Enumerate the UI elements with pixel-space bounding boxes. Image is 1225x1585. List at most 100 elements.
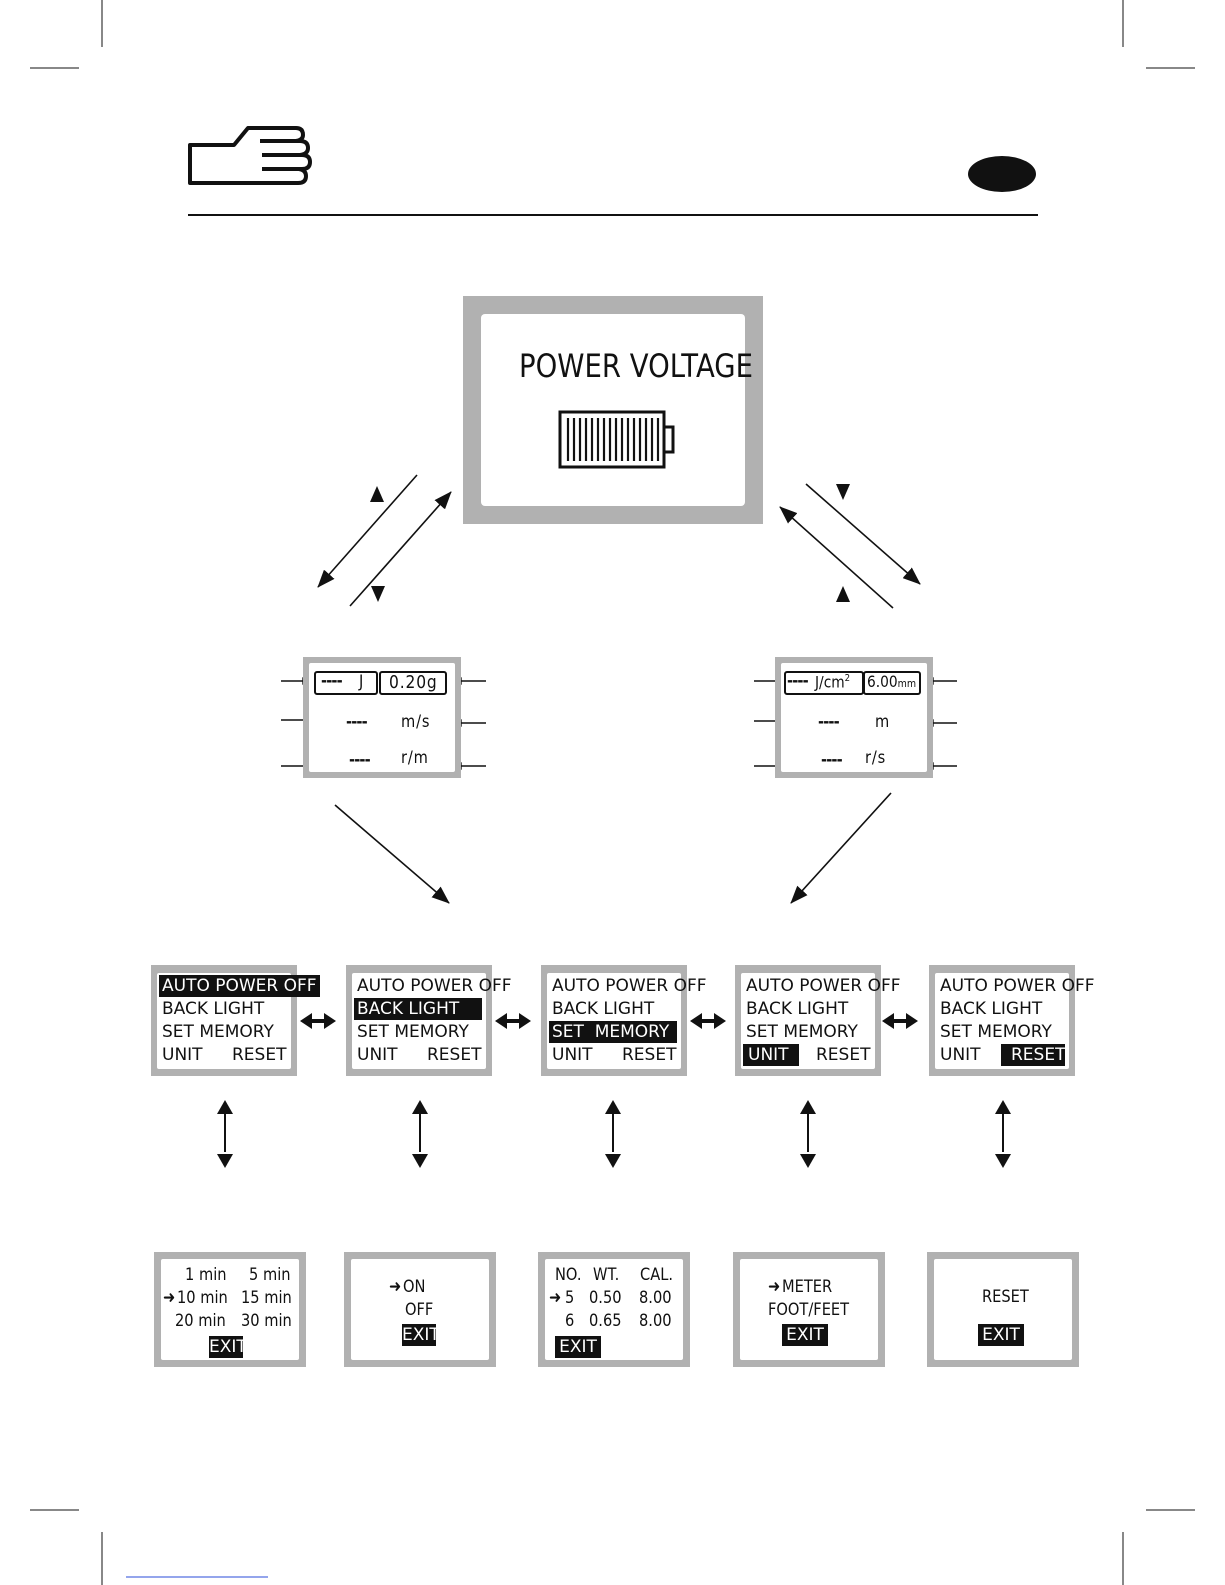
menu-item-label: SET MEMORY — [940, 1022, 1052, 1042]
menu-item-label: AUTO POWER OFF — [159, 975, 320, 997]
speed-value: ---- — [346, 712, 368, 732]
option-15-min[interactable]: 15 min — [241, 1288, 292, 1308]
menu-item-label: BACK LIGHT — [162, 999, 265, 1019]
submenu-reset: RESET EXIT — [927, 1252, 1079, 1367]
menu-item-label: RESET — [816, 1045, 871, 1065]
menu-item-reset[interactable]: RESET — [1001, 1044, 1065, 1066]
menu-item-label: AUTO POWER OFF — [746, 976, 901, 996]
menu-item-set-memory[interactable]: SET MEMORY — [937, 1021, 1063, 1043]
menu-item-label: RESET — [1001, 1044, 1065, 1066]
menu-item-reset[interactable]: RESET — [424, 1044, 484, 1066]
option-20-min[interactable]: 20 min — [175, 1311, 226, 1331]
memory-row-cal: 8.00 — [639, 1288, 672, 1308]
submenu-unit: ➜ METER FOOT/FEET EXIT — [733, 1252, 885, 1367]
menu-item-reset[interactable]: RESET — [619, 1044, 679, 1066]
menu-item-set-memory[interactable]: SET MEMORY — [549, 1021, 677, 1043]
menu-item-set-memory[interactable]: SET MEMORY — [354, 1021, 480, 1043]
caliber-unit: mm — [897, 677, 917, 690]
energy-density-value: ---- — [787, 671, 809, 691]
energy-density-unit-text: J/cm — [815, 672, 845, 692]
menu-item-unit[interactable]: UNIT — [354, 1044, 480, 1066]
menu-item-back-light[interactable]: BACK LIGHT — [159, 998, 285, 1020]
menu-item-label: AUTO POWER OFF — [357, 976, 512, 996]
menu-item-label: UNIT — [743, 1044, 799, 1066]
caliber-value: 6.00mm — [867, 674, 916, 690]
rate-unit: r/m — [401, 748, 429, 768]
exit-button[interactable]: EXIT — [978, 1324, 1024, 1346]
exit-button[interactable]: EXIT — [402, 1324, 440, 1346]
option-foot-feet[interactable]: FOOT/FEET — [768, 1300, 850, 1320]
memory-row-wt: 0.50 — [589, 1288, 622, 1308]
menu-item-label: AUTO POWER OFF — [940, 976, 1095, 996]
menu-screen-auto-power-off: AUTO POWER OFF BACK LIGHT SET MEMORY UNI… — [151, 965, 320, 1076]
power-voltage-screen: POWER VOLTAGE — [463, 296, 763, 524]
menu-item-set-memory[interactable]: SET MEMORY — [159, 1021, 285, 1043]
menu-item-label: BACK LIGHT — [746, 999, 849, 1019]
menu-item-label: RESET — [232, 1045, 287, 1065]
menu-item-label: RESET — [622, 1045, 677, 1065]
header-cal: CAL. — [640, 1265, 674, 1285]
battery-full-icon — [558, 410, 675, 469]
rps-value: ---- — [821, 750, 843, 770]
energy-density-display: ---- J/cm2 6.00mm ---- m ---- r/s — [775, 657, 933, 778]
speed-unit: m/s — [401, 712, 431, 732]
menu-item-unit[interactable]: UNIT — [743, 1044, 799, 1066]
menu-item-label: SET MEMORY — [357, 1022, 469, 1042]
rate-value: ---- — [349, 750, 371, 770]
option-meter[interactable]: METER — [782, 1277, 833, 1297]
option-30-min[interactable]: 30 min — [241, 1311, 292, 1331]
weight-field — [379, 671, 447, 695]
menu-item-set-memory[interactable]: SET MEMORY — [743, 1021, 869, 1043]
menu-item-back-light[interactable]: BACK LIGHT — [354, 998, 482, 1020]
menu-item-back-light[interactable]: BACK LIGHT — [743, 998, 869, 1020]
reset-label: RESET — [982, 1287, 1029, 1307]
option-10-min[interactable]: 10 min — [177, 1288, 228, 1308]
menu-item-auto-power-off[interactable]: AUTO POWER OFF — [354, 975, 512, 997]
menu-item-unit[interactable]: UNIT — [159, 1044, 285, 1066]
selection-arrow-icon: ➜ — [389, 1277, 402, 1297]
menu-item-label: BACK LIGHT — [552, 999, 655, 1019]
menu-item-auto-power-off[interactable]: AUTO POWER OFF — [937, 975, 1095, 997]
memory-row-no[interactable]: 6 — [565, 1311, 575, 1331]
language-badge — [968, 156, 1036, 192]
menu-screen-unit: AUTO POWER OFF BACK LIGHT SET MEMORY UNI… — [735, 965, 901, 1076]
menu-item-auto-power-off[interactable]: AUTO POWER OFF — [159, 975, 320, 997]
menu-item-label: SET MEMORY — [162, 1022, 274, 1042]
menu-item-auto-power-off[interactable]: AUTO POWER OFF — [549, 975, 707, 997]
menu-item-label: UNIT — [162, 1045, 203, 1065]
menu-item-unit[interactable]: UNIT — [549, 1044, 675, 1066]
exit-button[interactable]: EXIT — [209, 1336, 247, 1358]
header-no: NO. — [555, 1265, 582, 1285]
menu-screen-reset: AUTO POWER OFF BACK LIGHT SET MEMORY UNI… — [929, 965, 1095, 1076]
caliber-field — [863, 671, 921, 695]
energy-unit: J — [359, 672, 364, 692]
menu-item-label: BACK LIGHT — [940, 999, 1043, 1019]
option-off[interactable]: OFF — [405, 1300, 434, 1320]
menu-item-back-light[interactable]: BACK LIGHT — [937, 998, 1063, 1020]
distance-value: ---- — [818, 712, 840, 732]
exit-button[interactable]: EXIT — [555, 1336, 601, 1358]
menu-item-reset[interactable]: RESET — [229, 1044, 289, 1066]
selection-arrow-icon: ➜ — [768, 1277, 781, 1297]
memory-row-no[interactable]: 5 — [565, 1288, 575, 1308]
energy-field — [314, 671, 378, 695]
menu-item-label: UNIT — [940, 1045, 981, 1065]
menu-item-label: UNIT — [357, 1045, 398, 1065]
option-on[interactable]: ON — [403, 1277, 426, 1297]
option-1-min[interactable]: 1 min — [185, 1265, 227, 1285]
menu-item-reset[interactable]: RESET — [813, 1044, 873, 1066]
memory-row-wt: 0.65 — [589, 1311, 622, 1331]
menu-item-label: SET MEMORY — [746, 1022, 858, 1042]
menu-item-label: RESET — [427, 1045, 482, 1065]
pointing-hand-icon — [188, 126, 312, 185]
exit-button[interactable]: EXIT — [782, 1324, 828, 1346]
velocity-display: ---- J 0.20g ---- m/s ---- r/m — [303, 657, 461, 778]
menu-item-auto-power-off[interactable]: AUTO POWER OFF — [743, 975, 901, 997]
submenu-set-memory: NO. WT. CAL. ➜ 5 0.50 8.00 6 0.65 8.00 E… — [538, 1252, 690, 1367]
menu-item-back-light[interactable]: BACK LIGHT — [549, 998, 675, 1020]
option-5-min[interactable]: 5 min — [249, 1265, 291, 1285]
menu-item-unit[interactable]: UNIT — [937, 1044, 1063, 1066]
menu-screen-back-light: AUTO POWER OFF BACK LIGHT SET MEMORY UNI… — [346, 965, 512, 1076]
selection-arrow-icon: ➜ — [549, 1288, 562, 1308]
